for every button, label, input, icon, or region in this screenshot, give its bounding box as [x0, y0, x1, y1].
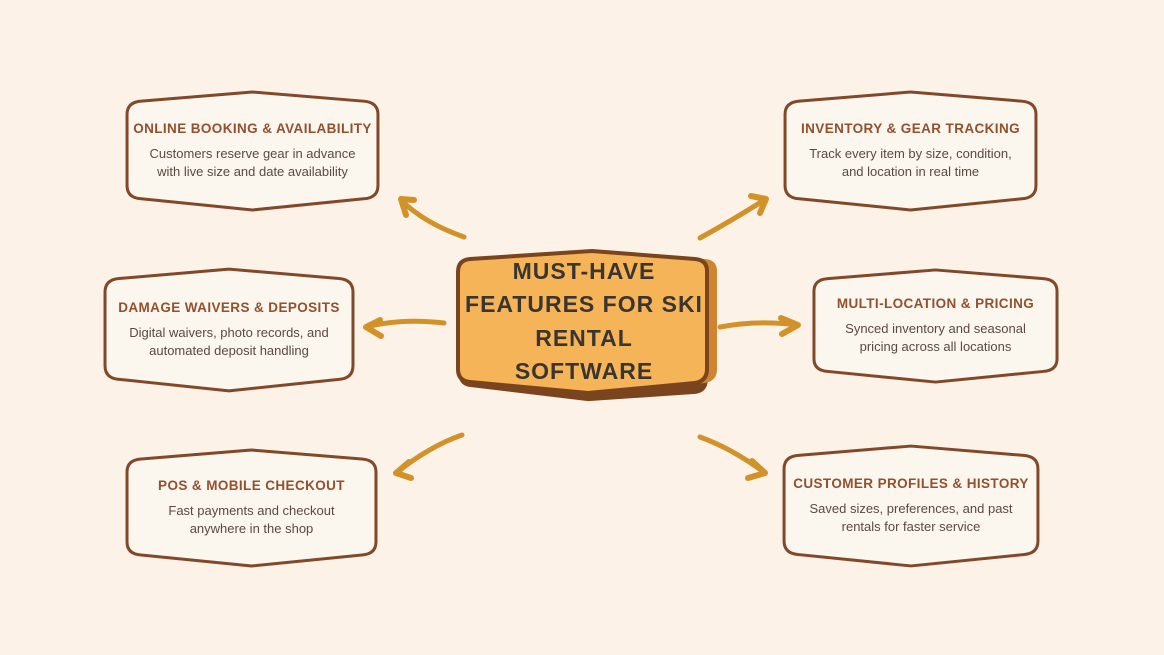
arrow-to-online-booking — [398, 196, 467, 240]
node-title: POS & MOBILE CHECKOUT — [158, 477, 345, 493]
feature-node-online-booking: ONLINE BOOKING & AVAILABILITY Customers … — [125, 90, 380, 212]
node-badge-outline — [103, 267, 355, 393]
node-title: ONLINE BOOKING & AVAILABILITY — [133, 120, 372, 136]
node-badge-outline — [782, 444, 1040, 568]
node-badge-outline — [125, 448, 378, 568]
feature-node-pos-checkout: POS & MOBILE CHECKOUT Fast payments and … — [125, 448, 378, 568]
feature-node-damage-waivers: DAMAGE WAIVERS & DEPOSITS Digital waiver… — [103, 267, 355, 393]
feature-node-inventory-tracking: INVENTORY & GEAR TRACKING Track every it… — [783, 90, 1038, 212]
center-node-title: MUST-HAVE FEATURES FOR SKI RENTAL SOFTWA… — [465, 257, 703, 384]
arrow-to-damage-waivers — [363, 317, 447, 339]
center-node-face — [456, 249, 709, 395]
arrow-to-pos-checkout — [393, 432, 465, 481]
center-node-badge — [456, 249, 717, 402]
feature-node-customer-profiles: CUSTOMER PROFILES & HISTORY Saved sizes,… — [782, 444, 1040, 568]
node-title: INVENTORY & GEAR TRACKING — [800, 120, 1021, 136]
node-body: Saved sizes, preferences, and past renta… — [809, 500, 1013, 534]
arrow-to-inventory-tracking — [697, 193, 769, 241]
node-title: CUSTOMER PROFILES & HISTORY — [793, 475, 1029, 491]
arrow-to-customer-profiles — [697, 434, 768, 481]
node-body: Track every item by size, condition, and… — [809, 145, 1012, 179]
center-node: MUST-HAVE FEATURES FOR SKI RENTAL SOFTWA… — [446, 242, 736, 420]
node-badge-outline — [812, 268, 1059, 384]
node-badge-outline — [783, 90, 1038, 212]
node-body: Customers reserve gear in advance with l… — [149, 145, 356, 179]
feature-node-multi-location: MULTI-LOCATION & PRICING Synced inventor… — [812, 268, 1059, 384]
node-title: MULTI-LOCATION & PRICING — [836, 295, 1035, 311]
node-title: DAMAGE WAIVERS & DEPOSITS — [118, 299, 340, 315]
node-body: Digital waivers, photo records, and auto… — [129, 324, 329, 358]
node-body: Synced inventory and seasonal pricing ac… — [845, 320, 1026, 354]
node-body: Fast payments and checkout anywhere in t… — [168, 502, 335, 536]
node-badge-outline — [125, 90, 380, 212]
